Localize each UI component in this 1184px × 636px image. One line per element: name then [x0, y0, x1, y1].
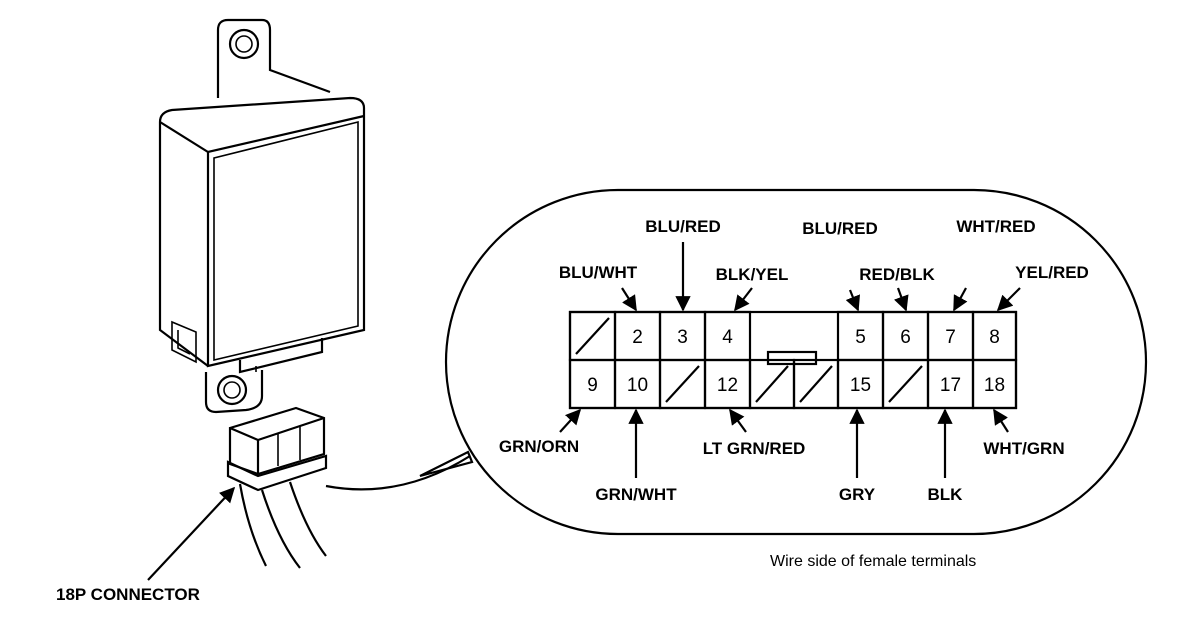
wire-color-label: BLU/WHT — [559, 263, 638, 282]
bottom-row-cell: 18 — [971, 358, 1018, 410]
empty-cavity-slash — [888, 365, 923, 403]
wire-color-label: BLK/YEL — [716, 265, 789, 284]
wire-color-label: GRY — [839, 485, 876, 504]
wire-pointer-arrow — [996, 287, 1021, 312]
empty-cavity-slash — [799, 365, 833, 403]
wire-pointer-arrow — [953, 287, 968, 312]
bottom-row-cell: 10 — [613, 358, 662, 410]
bottom-row-pin-number: 17 — [940, 375, 961, 396]
bottom-row-cell: 17 — [926, 358, 975, 410]
wire-color-label: BLU/RED — [645, 217, 721, 236]
bottom-row-cell — [658, 358, 707, 410]
top-row-pin-number: 7 — [945, 327, 956, 348]
wire-pointer-arrow — [729, 408, 747, 433]
wire-pointer-arrow — [559, 408, 582, 433]
control-unit-illustration — [158, 18, 366, 414]
top-row-cell: 4 — [703, 310, 752, 362]
wire-color-label: BLU/RED — [802, 219, 878, 238]
connector-plug-illustration — [226, 406, 474, 569]
wire-pointer-arrow — [993, 408, 1009, 433]
bottom-row-pin-number: 12 — [717, 375, 738, 396]
top-row-cell: 2 — [613, 310, 662, 362]
bottom-row-pin-number: 18 — [984, 375, 1005, 396]
empty-cavity-slash — [755, 365, 789, 403]
top-row-pin-number: 5 — [855, 327, 866, 348]
top-row-cell: 3 — [658, 310, 707, 362]
top-row-pin-number: 2 — [632, 327, 643, 348]
empty-cavity-slash — [665, 365, 700, 403]
bottom-row-cell: 15 — [836, 358, 885, 410]
detail-callout-outline — [444, 188, 1148, 536]
wire-pointer-arrow — [894, 287, 909, 312]
top-row-cell: 8 — [971, 310, 1018, 362]
bottom-row-cell — [792, 358, 840, 410]
top-row-cell: 5 — [836, 310, 885, 362]
top-row-pin-number: 4 — [722, 327, 733, 348]
wire-color-label: GRN/ORN — [499, 437, 579, 456]
wire-color-label: GRN/WHT — [595, 485, 677, 504]
wire-color-label: BLK — [928, 485, 964, 504]
wire-pointer-arrow — [734, 287, 753, 312]
diagram-caption: Wire side of female terminals — [770, 553, 976, 570]
bottom-row-pin-number: 10 — [627, 375, 648, 396]
top-row-pin-number: 6 — [900, 327, 911, 348]
bottom-row-cell: 12 — [703, 358, 752, 410]
bottom-row-cell: 9 — [568, 358, 617, 410]
wire-pointer-arrow — [845, 289, 861, 312]
top-row-pin-number: 3 — [677, 327, 688, 348]
bottom-row-pin-number: 9 — [587, 375, 598, 396]
top-row-cell — [568, 310, 617, 362]
connector-label: 18P CONNECTOR — [56, 585, 200, 604]
wire-color-label: WHT/GRN — [983, 439, 1064, 458]
top-row-pin-number: 8 — [989, 327, 1000, 348]
top-row-cell: 7 — [926, 310, 975, 362]
wire-pointer-arrow — [621, 287, 637, 312]
wire-color-label: WHT/RED — [956, 217, 1035, 236]
bottom-row-cell — [881, 358, 930, 410]
wire-color-label: LT GRN/RED — [703, 439, 806, 458]
top-row-cell: 6 — [881, 310, 930, 362]
bottom-row-pin-number: 15 — [850, 375, 871, 396]
wire-color-label: RED/BLK — [859, 265, 935, 284]
empty-cavity-slash — [575, 317, 610, 355]
bottom-row-cell — [748, 358, 796, 410]
connector-pointer-arrow — [147, 486, 236, 581]
wire-color-label: YEL/RED — [1015, 263, 1089, 282]
